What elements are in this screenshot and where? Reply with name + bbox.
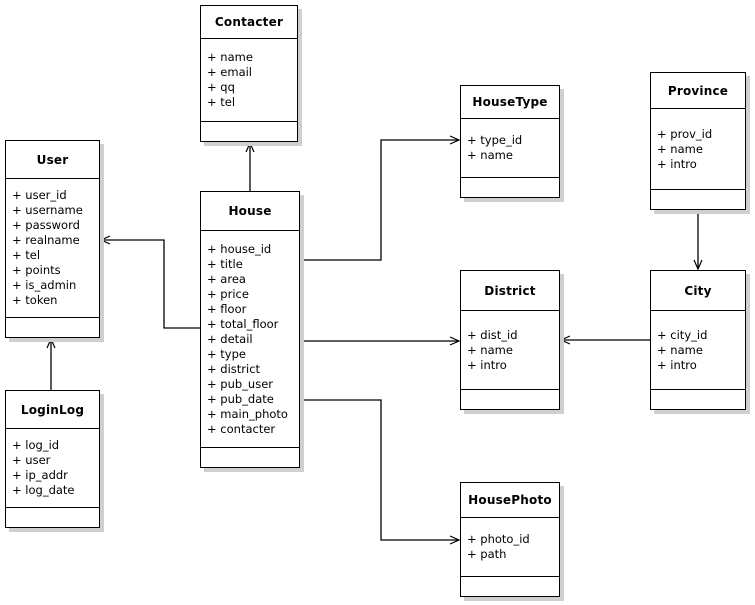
entity-loginlog[interactable]: LoginLog+ log_id+ user+ ip_addr+ log_dat… [5,390,100,528]
entity-name: Contacter [201,6,297,39]
entity-methods-compartment-empty [201,447,299,467]
entity-name: House [201,192,299,231]
attribute-row: + main_photo [207,406,288,421]
attribute-row: + intro [657,156,697,171]
entity-attribute-compartment: + photo_id+ path [461,518,559,576]
attribute-row: + log_date [12,483,75,497]
attribute-row: + prov_id [657,126,713,141]
attribute-row: + detail [207,331,253,346]
entity-attribute-compartment: + prov_id+ name+ intro [651,109,745,189]
entity-house[interactable]: House+ house_id+ title+ area+ price+ flo… [200,191,300,468]
attribute-row: + total_floor [207,316,279,331]
entity-methods-compartment-empty [201,121,297,141]
attribute-row: + user_id [12,188,67,202]
entity-attribute-compartment: + user_id+ username+ password+ realname+… [6,179,99,317]
attribute-row: + intro [467,357,507,372]
attribute-row: + house_id [207,241,272,256]
entity-name: District [461,271,559,311]
entity-name: Province [651,73,745,109]
entity-housetype[interactable]: HouseType+ type_id+ name [460,85,560,198]
entity-methods-compartment-empty [461,576,559,596]
entity-methods-compartment-empty [461,177,559,197]
entity-name: HouseType [461,86,559,119]
connector-house-to-housetype [300,135,461,261]
attribute-row: + email [207,65,253,79]
attribute-row: + name [657,141,703,156]
attribute-row: + name [207,50,253,64]
attribute-row: + pub_date [207,391,274,406]
attribute-row: + password [12,218,80,232]
attribute-row: + district [207,361,261,376]
attribute-row: + pub_user [207,376,274,391]
entity-methods-compartment-empty [461,389,559,409]
entity-attribute-compartment: + type_id+ name [461,119,559,177]
entity-name: User [6,141,99,179]
entity-district[interactable]: District+ dist_id+ name+ intro [460,270,560,410]
attribute-row: + ip_addr [12,468,68,482]
attribute-row: + title [207,256,243,271]
attribute-row: + floor [207,301,247,316]
entity-attribute-compartment: + house_id+ title+ area+ price+ floor+ t… [201,231,299,447]
entity-attribute-compartment: + dist_id+ name+ intro [461,311,559,389]
entity-attribute-compartment: + log_id+ user+ ip_addr+ log_date [6,429,99,507]
entity-province[interactable]: Province+ prov_id+ name+ intro [650,72,746,210]
entity-city[interactable]: City+ city_id+ name+ intro [650,270,746,410]
attribute-row: + price [207,286,249,301]
attribute-row: + name [467,148,513,162]
attribute-row: + type_id [467,133,523,147]
attribute-row: + type [207,346,246,361]
attribute-row: + tel [12,248,41,262]
entity-name: City [651,271,745,311]
attribute-row: + name [657,342,703,357]
attribute-row: + token [12,293,58,307]
connector-house-to-housephoto [300,399,461,545]
entity-methods-compartment-empty [651,189,745,209]
attribute-row: + path [467,547,507,561]
attribute-row: + intro [657,357,697,372]
attribute-row: + contacter [207,421,276,436]
attribute-row: + dist_id [467,327,518,342]
attribute-row: + points [12,263,61,277]
entity-contacter[interactable]: Contacter+ name+ email+ qq+ tel [200,5,298,142]
attribute-row: + is_admin [12,278,77,292]
entity-name: LoginLog [6,391,99,429]
entity-attribute-compartment: + name+ email+ qq+ tel [201,39,297,121]
attribute-row: + area [207,271,246,286]
entity-methods-compartment-empty [651,389,745,409]
attribute-row: + name [467,342,513,357]
attribute-row: + log_id [12,438,60,452]
attribute-row: + realname [12,233,80,247]
attribute-row: + city_id [657,327,708,342]
attribute-row: + username [12,203,83,217]
attribute-row: + photo_id [467,532,530,546]
attribute-row: + qq [207,80,235,94]
attribute-row: + user [12,453,51,467]
entity-user[interactable]: User+ user_id+ username+ password+ realn… [5,140,100,338]
entity-attribute-compartment: + city_id+ name+ intro [651,311,745,389]
attribute-row: + tel [207,95,236,109]
entity-name: HousePhoto [461,483,559,518]
entity-methods-compartment-empty [6,507,99,527]
connector-house-to-user [99,235,200,329]
entity-housephoto[interactable]: HousePhoto+ photo_id+ path [460,482,560,597]
entity-methods-compartment-empty [6,317,99,337]
